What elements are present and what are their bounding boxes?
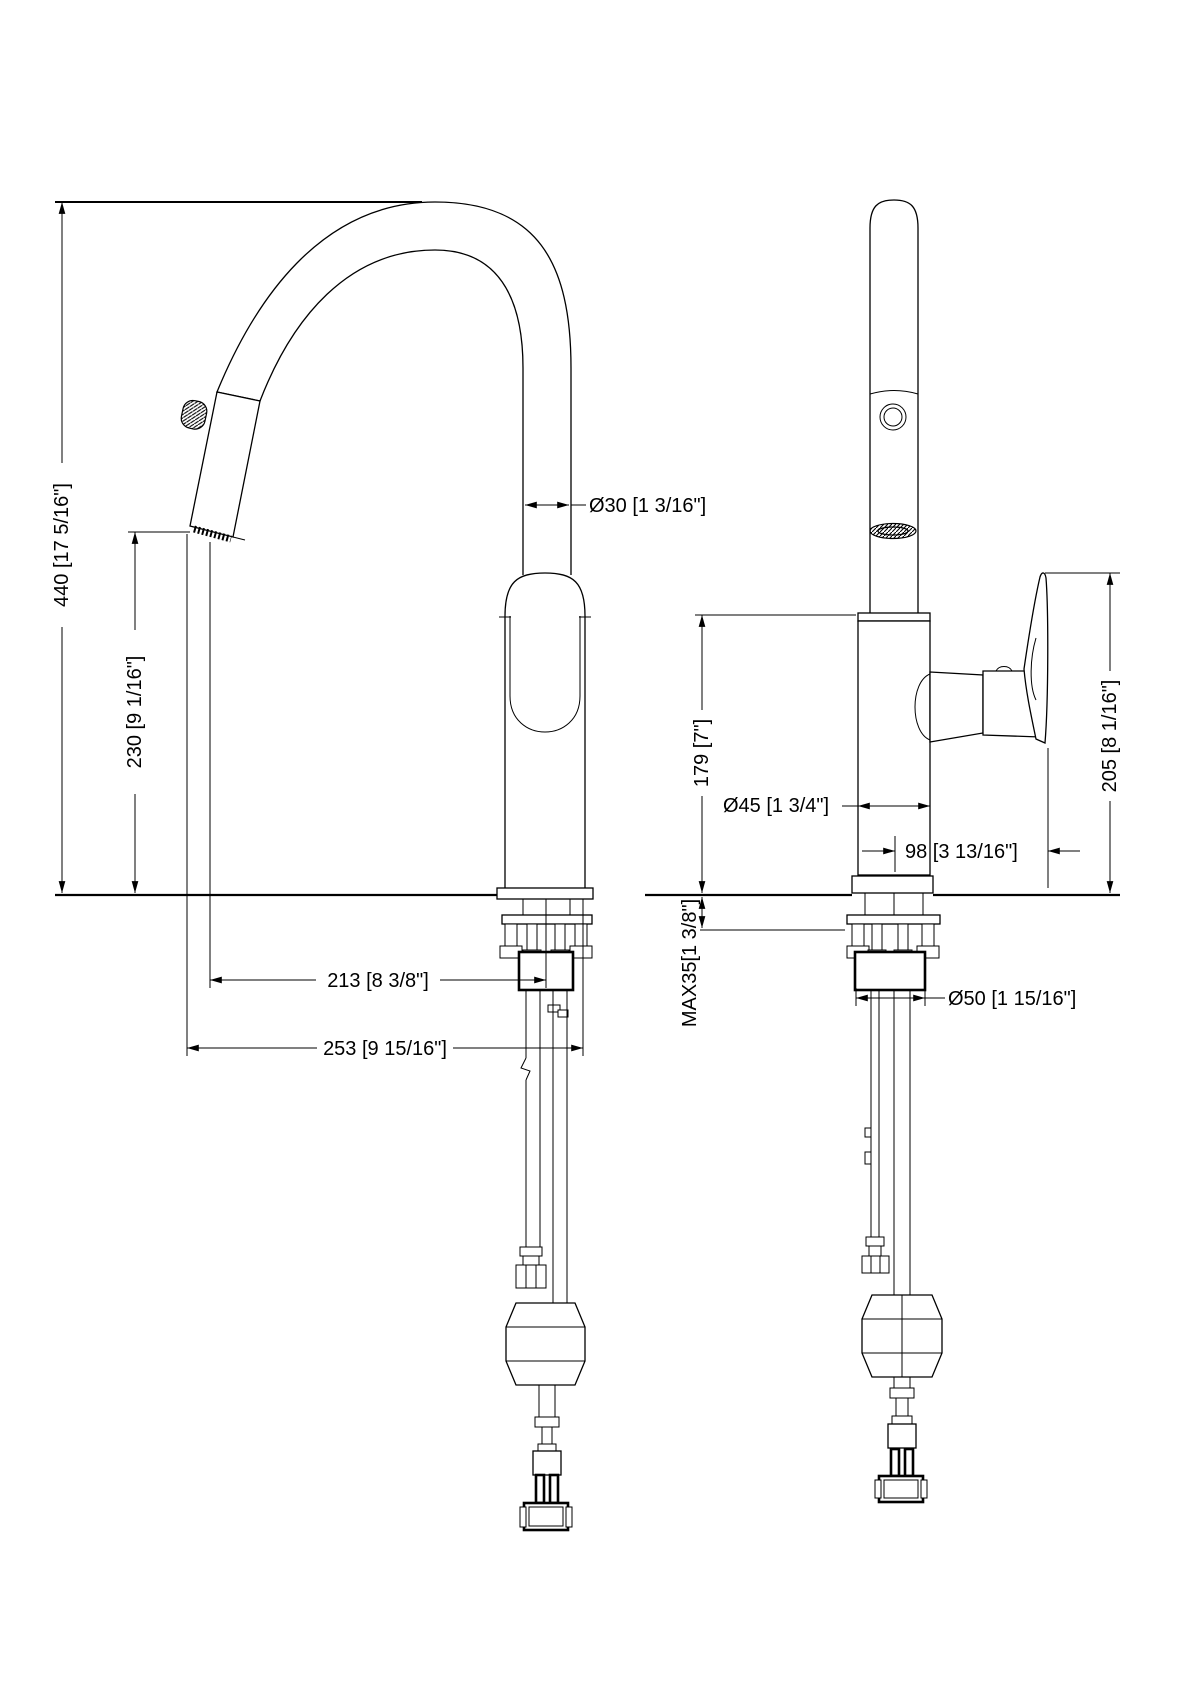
hoses-front <box>861 990 943 1504</box>
body-top-flange-front <box>857 612 931 622</box>
dim-label-253: 253 [9 15/16"] <box>323 1038 447 1060</box>
dim-body-height: 179 [7"] <box>690 614 856 893</box>
dim-outlet-reach: 213 [8 3/8"] <box>209 542 547 994</box>
hoses-side <box>505 990 586 1532</box>
spray-head-seam-front <box>869 390 919 395</box>
hose-hex-fitting-side <box>515 1264 547 1289</box>
dim-label-d50: Ø50 [1 15/16"] <box>948 988 1076 1010</box>
dim-overall-height: 440 [17 5/16"] <box>48 201 422 893</box>
aerator-outlet-front <box>869 522 917 540</box>
hose-hex-fitting-front <box>861 1255 890 1274</box>
base-flange-front <box>851 875 934 894</box>
dim-spray-outlet-height: 230 [9 1/16"] <box>122 531 190 893</box>
dim-label-440: 440 [17 5/16"] <box>51 483 73 607</box>
dim-base-diameter: Ø50 [1 15/16"] <box>855 988 1076 1010</box>
handle-joint-cone <box>929 671 984 743</box>
handle-joint-fillet <box>914 673 931 741</box>
dim-label-205: 205 [8 1/16"] <box>1099 680 1121 793</box>
spray-head <box>180 391 261 543</box>
front-view <box>645 199 1120 1504</box>
gooseneck-spout <box>216 201 572 575</box>
spout-column-front <box>869 199 919 613</box>
dim-label-d30: Ø30 [1 3/16"] <box>589 495 706 517</box>
handle-lever <box>1023 572 1049 744</box>
dim-label-max35: MAX35[1 3/8"] <box>679 899 701 1027</box>
dim-label-230: 230 [9 1/16"] <box>124 656 146 769</box>
dim-label-98: 98 [3 13/16"] <box>905 841 1018 863</box>
side-view <box>55 201 594 1532</box>
faucet-body-front <box>857 620 931 876</box>
hose-break-symbol <box>520 1057 531 1081</box>
mounting-bracket-front <box>853 950 927 992</box>
handle <box>929 572 1049 744</box>
dim-max-reach: 253 [9 15/16"] <box>186 534 584 1062</box>
dim-body-diameter: Ø45 [1 3/4"] <box>723 795 930 817</box>
dim-label-d45: Ø45 [1 3/4"] <box>723 795 829 817</box>
spray-toggle-button <box>180 399 208 430</box>
body-seam <box>509 616 581 733</box>
mounting-hardware-front <box>846 893 941 992</box>
base-flange-side <box>496 887 594 900</box>
spray-button-front <box>879 403 907 431</box>
dim-label-179: 179 [7"] <box>691 719 713 787</box>
dim-spout-diameter: Ø30 [1 3/16"] <box>522 492 706 518</box>
hose-weight-side <box>505 1302 586 1386</box>
dim-handle-height: 205 [8 1/16"] <box>1045 572 1124 893</box>
faucet-body-side <box>504 572 586 888</box>
dim-max-counter-thickness: MAX35[1 3/8"] <box>679 897 706 1027</box>
dim-label-213: 213 [8 3/8"] <box>327 970 429 992</box>
dim-handle-reach: 98 [3 13/16"] <box>862 748 1080 888</box>
